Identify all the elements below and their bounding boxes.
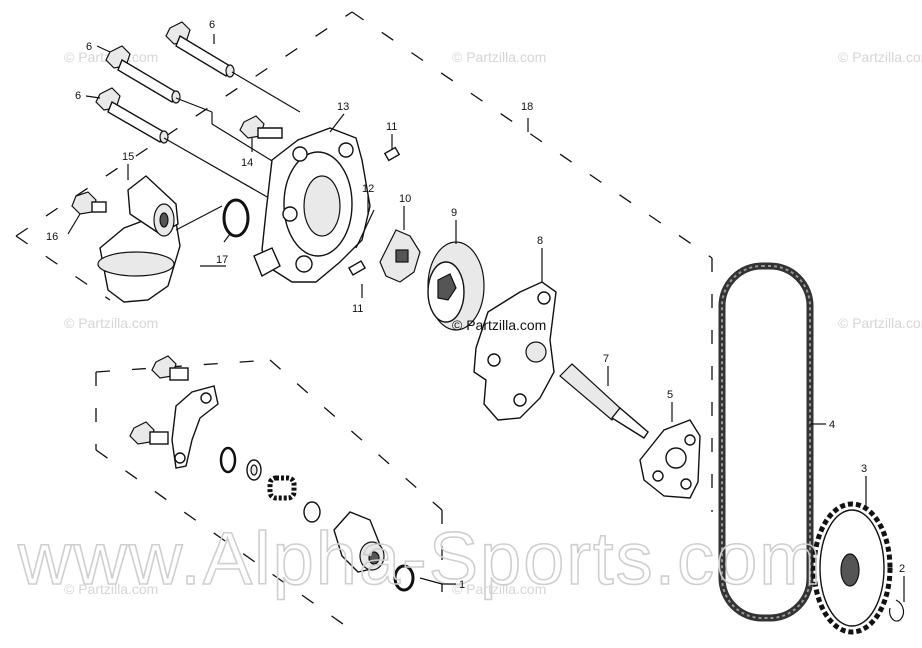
group-outline-lower xyxy=(95,359,443,637)
o-ring-17 xyxy=(222,198,250,238)
pump-cover-8 xyxy=(473,281,557,421)
callout-3: 3 xyxy=(861,463,867,475)
callout-6-lower: 6 xyxy=(75,90,81,102)
bolt-6-top xyxy=(165,21,235,78)
group-outline-upper xyxy=(15,11,713,512)
bolt-lower-upper xyxy=(151,355,189,381)
callout-12: 12 xyxy=(362,183,374,195)
partzilla-watermarks: © Partzilla.com © Partzilla.com © Partzi… xyxy=(64,49,922,597)
callout-15: 15 xyxy=(122,151,134,163)
plate-5 xyxy=(639,419,701,499)
bolt-lower-lower xyxy=(129,421,169,445)
callout-18: 18 xyxy=(521,101,533,113)
callouts: 6 6 6 13 11 14 15 12 10 9 16 17 8 11 18 … xyxy=(46,19,905,602)
oil-strainer-15 xyxy=(97,175,181,303)
callout-8: 8 xyxy=(537,235,543,247)
inner-rotor-10 xyxy=(379,229,421,283)
drive-chain-4 xyxy=(718,262,814,622)
circlip-2 xyxy=(889,599,905,622)
pin-12 xyxy=(355,209,375,249)
callout-14: 14 xyxy=(241,157,253,169)
dowel-pin-11-top xyxy=(383,146,401,162)
callout-13: 13 xyxy=(337,101,349,113)
watermark-bottom-left: © Partzilla.com xyxy=(64,581,158,597)
svg-text:© Partzilla.com: © Partzilla.com xyxy=(452,317,546,333)
bracket xyxy=(171,385,219,469)
spring xyxy=(267,475,297,501)
pump-shaft-7 xyxy=(559,363,649,439)
bolt-6-middle xyxy=(105,45,181,104)
outer-rotor-9 xyxy=(427,241,485,331)
plunger xyxy=(303,501,321,523)
partzilla-center-watermark: © Partzilla.com xyxy=(452,317,546,333)
bolt-16 xyxy=(71,191,107,215)
watermark-mid-right: © Partzilla.com xyxy=(838,315,922,331)
bolt-14 xyxy=(239,115,283,139)
bolt-6-lower xyxy=(95,87,169,144)
callout-11-bottom: 11 xyxy=(352,303,363,315)
alpha-sports-watermark: www.Alpha-Sports.com xyxy=(17,517,823,600)
o-ring-lower xyxy=(393,564,415,592)
watermark-top-center: © Partzilla.com xyxy=(452,49,546,65)
callout-11-top: 11 xyxy=(386,121,397,133)
callout-6-middle: 6 xyxy=(86,41,92,53)
pump-body-13 xyxy=(253,127,371,283)
snap-ring xyxy=(219,446,237,474)
watermark-top-right: © Partzilla.com xyxy=(838,49,922,65)
callout-5: 5 xyxy=(667,389,673,401)
callout-4: 4 xyxy=(829,419,835,431)
watermark-mid-left: © Partzilla.com xyxy=(64,315,158,331)
callout-6-top: 6 xyxy=(209,19,215,31)
callout-9: 9 xyxy=(451,207,457,219)
callout-16: 16 xyxy=(46,231,58,243)
dowel-pin-11-bottom xyxy=(347,260,367,276)
callout-17: 17 xyxy=(216,254,228,266)
relief-valve-body xyxy=(333,511,385,573)
callout-10: 10 xyxy=(399,193,411,205)
washer xyxy=(246,459,262,481)
callout-7: 7 xyxy=(603,353,609,365)
watermark-bottom-center: © Partzilla.com xyxy=(452,581,546,597)
callout-1: 1 xyxy=(459,579,465,591)
callout-2: 2 xyxy=(899,563,905,575)
sprocket-3 xyxy=(811,501,893,635)
